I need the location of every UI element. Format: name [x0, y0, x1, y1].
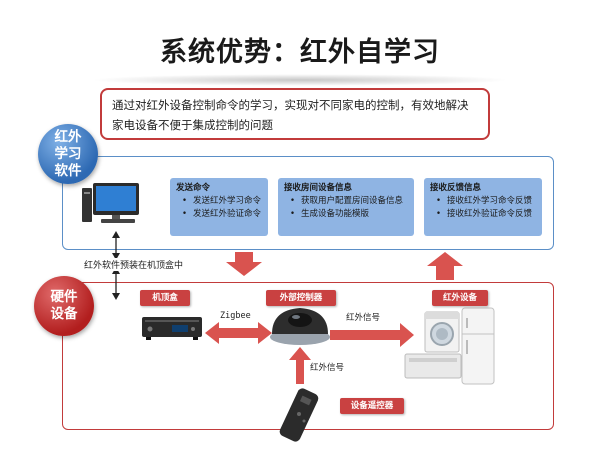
ir-signal-out-label: 红外信号	[346, 313, 381, 323]
page-title: 系统优势：红外自学习	[160, 37, 440, 68]
washing-machine-icon	[424, 311, 460, 353]
send-command-item: 发送红外验证命令	[176, 208, 262, 221]
refrigerator-icon	[461, 307, 495, 385]
room-device-info-item: 获取用户配置房间设备信息	[284, 195, 408, 208]
description-box: 通过对红外设备控制命令的学习，实现对不同家电的控制，有效地解决家电设备不便于集成…	[100, 88, 490, 140]
zigbee-double-arrow	[205, 322, 272, 344]
external-controller-tag: 外部控制器	[266, 290, 336, 306]
ir-device-tag: 红外设备	[432, 290, 488, 306]
feedback-info-item: 接收红外验证命令反馈	[430, 208, 536, 221]
send-command-box: 发送命令 发送红外学习命令 发送红外验证命令	[170, 178, 268, 236]
send-command-item: 发送红外学习命令	[176, 195, 262, 208]
remote-control-icon	[279, 388, 319, 442]
feedback-info-box: 接收反馈信息 接收红外学习命令反馈 接收红外验证命令反馈	[424, 178, 542, 236]
ir-out-arrow	[330, 323, 414, 347]
send-command-heading: 发送命令	[176, 183, 211, 193]
ir-in-arrow	[289, 347, 311, 384]
preinstall-note: 红外软件预装在机顶盒中	[82, 258, 186, 271]
computer-icon	[82, 183, 139, 223]
software-circle-label: 红外 学习 软件	[54, 128, 82, 179]
ir-signal-in-label: 红外信号	[310, 363, 345, 373]
hardware-circle-label: 硬件 设备	[50, 289, 78, 322]
software-circle: 红外 学习 软件	[38, 124, 98, 184]
feedback-info-heading: 接收反馈信息	[430, 183, 482, 193]
title-shadow	[90, 74, 510, 86]
up-arrow	[427, 252, 463, 280]
room-device-info-box: 接收房间设备信息 获取用户配置房间设备信息 生成设备功能模版	[278, 178, 414, 236]
down-arrow	[226, 252, 262, 276]
feedback-info-item: 接收红外学习命令反馈	[430, 195, 536, 208]
zigbee-label: Zigbee	[220, 311, 251, 321]
appliance-icon	[404, 353, 462, 379]
hardware-circle: 硬件 设备	[34, 276, 94, 336]
preinstall-link-arrow	[112, 231, 120, 300]
room-device-info-item: 生成设备功能模版	[284, 208, 408, 221]
remote-tag: 设备遥控器	[340, 398, 404, 414]
set-top-box-icon	[142, 317, 202, 340]
set-top-box-tag: 机顶盒	[140, 290, 190, 306]
ir-controller-icon	[270, 308, 330, 345]
room-device-info-heading: 接收房间设备信息	[284, 183, 353, 193]
